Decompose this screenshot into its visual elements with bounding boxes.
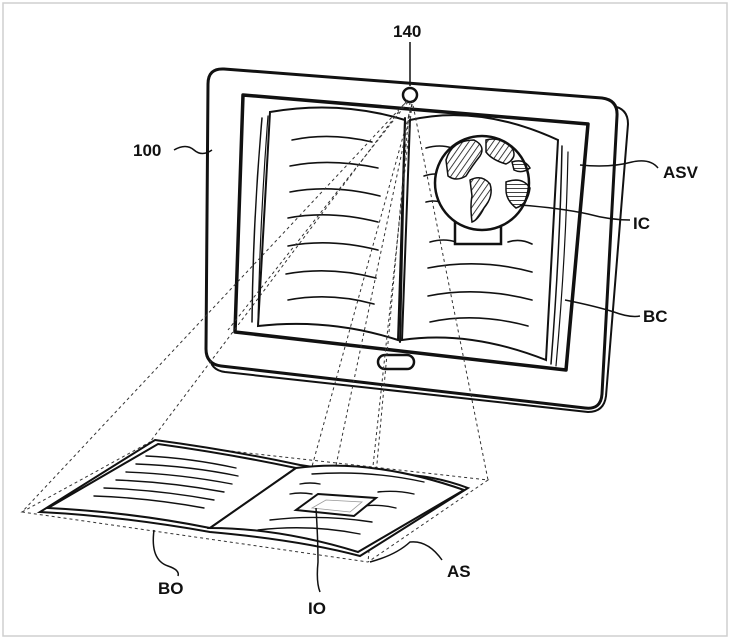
label-actual-space: AS [447, 562, 471, 581]
globe-continent-right [505, 179, 531, 209]
label-virtual-space: ASV [663, 163, 699, 182]
globe-continent-east [485, 138, 515, 165]
label-device: 100 [133, 141, 161, 160]
camera-lens [401, 86, 419, 104]
physical-book [36, 438, 471, 558]
globe-continent-far [511, 160, 531, 173]
label-image-object: IO [308, 599, 326, 618]
leader-lines [152, 42, 659, 593]
globe-image [433, 134, 531, 246]
home-button [376, 353, 416, 371]
field-of-view-lines [21, 99, 489, 563]
label-camera: 140 [393, 22, 421, 41]
actual-space-plane [20, 441, 490, 563]
screen-book-left-page [256, 106, 407, 342]
label-image-content: IC [633, 214, 650, 233]
label-book-object: BO [158, 579, 184, 598]
image-object-inner [310, 499, 364, 513]
label-book-content: BC [643, 307, 668, 326]
camera [401, 86, 419, 104]
globe-continent-north [445, 139, 483, 180]
globe-continent-south [469, 177, 492, 224]
